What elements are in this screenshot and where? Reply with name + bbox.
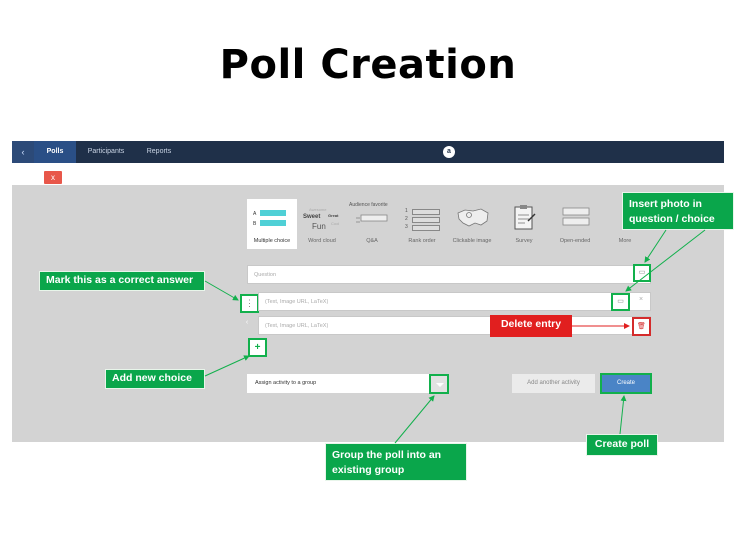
type-multiple-choice[interactable]: A B Multiple choice	[247, 199, 297, 249]
callout-add-choice: Add new choice	[105, 369, 205, 389]
type-label: Rank order	[408, 238, 436, 244]
open-ended-bubbles-icon	[562, 207, 590, 226]
choice-input-1[interactable]: (Text, Image URL, LaTeX)	[258, 292, 651, 311]
top-nav-bar: ‹ Polls Participants Reports a	[12, 141, 724, 163]
type-open-ended[interactable]: Open-ended	[550, 199, 600, 249]
type-label: Open-ended	[559, 238, 591, 244]
type-label: Word cloud	[308, 238, 336, 244]
survey-clipboard-icon	[514, 205, 536, 230]
type-label: Survey	[515, 238, 533, 244]
word-cloud-word: Great	[328, 213, 339, 218]
insert-photo-question-icon[interactable]: ▭	[633, 264, 651, 282]
callout-insert-photo: Insert photo in question / choice	[622, 192, 734, 230]
type-survey[interactable]: Survey	[499, 199, 549, 249]
word-cloud-word: Cool	[331, 221, 340, 226]
editor-workspace	[12, 185, 724, 442]
word-cloud-word: Fun	[312, 222, 326, 231]
group-select[interactable]: Assign activity to a group	[247, 374, 432, 393]
rank-number: 3	[405, 224, 408, 230]
word-cloud-word: Awesome	[309, 207, 327, 212]
close-button[interactable]: x	[44, 171, 62, 184]
slide-title: Poll Creation	[219, 42, 517, 88]
mc-letter-a: A	[253, 211, 257, 217]
type-clickable-image[interactable]: Clickable image	[447, 199, 497, 249]
type-qa[interactable]: Audience favorite Q&A	[347, 199, 397, 249]
tab-polls[interactable]: Polls	[34, 141, 76, 163]
audience-favorite-tag: Audience favorite	[349, 202, 388, 208]
choice-handle-icon[interactable]: ‹	[245, 319, 249, 326]
question-input[interactable]: Question	[247, 265, 651, 284]
add-another-activity-button[interactable]: Add another activity	[512, 374, 595, 393]
dropdown-chevron-icon[interactable]	[429, 374, 449, 394]
rank-bar-icon	[412, 209, 440, 215]
rank-number: 1	[405, 208, 408, 214]
rank-bar-icon	[412, 225, 440, 231]
tab-participants[interactable]: Participants	[87, 148, 125, 155]
rank-number: 2	[405, 216, 408, 222]
close-icon[interactable]: ×	[638, 296, 644, 303]
insert-photo-choice-icon[interactable]: ▭	[611, 293, 630, 311]
choice-input-2[interactable]: (Text, Image URL, LaTeX)	[258, 316, 651, 335]
type-label: Q&A	[366, 238, 378, 244]
callout-group-poll: Group the poll into an existing group	[325, 443, 467, 481]
mc-bar-icon	[260, 210, 286, 216]
delete-trash-icon[interactable]: 🗑	[632, 317, 651, 336]
type-label: More	[618, 238, 632, 244]
mark-correct-checkbox[interactable]: ⋮	[240, 294, 259, 313]
word-cloud-word: Sweet	[303, 214, 321, 220]
mc-bar-icon	[260, 220, 286, 226]
sub-toolbar	[12, 163, 724, 185]
type-word-cloud[interactable]: Awesome Sweet Great Fun Cool Word cloud	[297, 199, 347, 249]
map-image-icon	[457, 208, 489, 227]
callout-create-poll: Create poll	[586, 434, 658, 456]
back-arrow-icon[interactable]: ‹	[12, 141, 34, 163]
type-rank-order[interactable]: 1 2 3 Rank order	[397, 199, 447, 249]
rank-bar-icon	[412, 217, 440, 223]
callout-delete-entry: Delete entry	[490, 315, 572, 337]
qa-bubbles-icon	[356, 214, 388, 223]
callout-mark-correct: Mark this as a correct answer	[39, 271, 205, 291]
create-button[interactable]: Create	[600, 373, 652, 394]
brand-logo-icon: a	[443, 146, 455, 158]
add-choice-button[interactable]: +	[248, 338, 267, 357]
type-label: Clickable image	[452, 238, 492, 244]
type-label: Multiple choice	[253, 238, 291, 244]
mc-letter-b: B	[253, 221, 257, 227]
tab-reports[interactable]: Reports	[146, 148, 172, 155]
